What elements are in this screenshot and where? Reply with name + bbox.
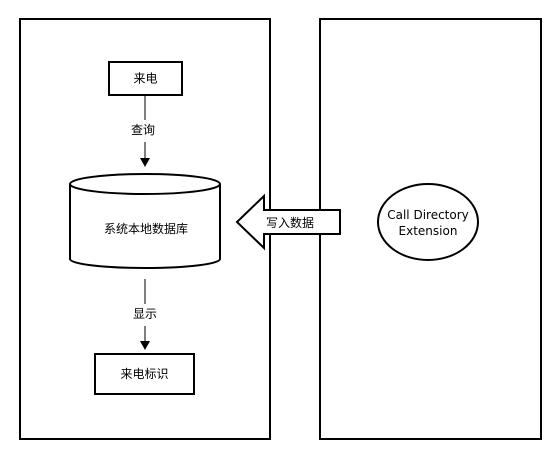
display-arrowhead	[140, 341, 150, 350]
incoming-call-label: 来电	[133, 72, 157, 86]
write-data-arrow	[235, 193, 341, 251]
extension-label-line2: Extension	[399, 224, 458, 238]
caller-id-box	[94, 353, 195, 395]
caller-id-label: 来电标识	[120, 367, 168, 381]
display-label: 显示	[133, 307, 157, 321]
query-label: 查询	[131, 123, 155, 137]
extension-label-line1: Call Directory	[387, 208, 469, 222]
extension-ellipse	[377, 183, 479, 261]
database-cylinder	[69, 173, 221, 269]
incoming-call-box	[108, 61, 183, 96]
query-arrowhead	[140, 158, 150, 167]
database-label: 系统本地数据库	[104, 221, 188, 236]
write-data-label: 写入数据	[266, 215, 314, 230]
